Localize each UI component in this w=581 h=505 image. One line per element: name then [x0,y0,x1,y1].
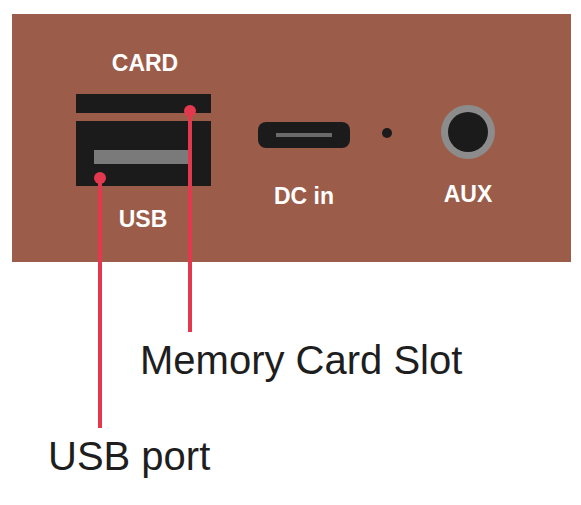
indicator-led [382,128,392,138]
micro-usb-socket [258,122,350,148]
port-label: CARD [112,52,178,75]
aux-jack-ring [441,105,495,159]
leader-line [188,111,192,332]
callout-label: Memory Card Slot [140,340,462,380]
leader-dot [94,172,106,184]
callout-label: USB port [48,436,210,476]
speaker-panel [12,14,571,262]
port-label: AUX [444,183,493,206]
port-label: DC in [274,185,334,208]
aux-jack [448,112,488,152]
usb-tongue [94,150,188,164]
leader-dot [184,105,196,117]
port-label: USB [119,208,168,231]
micro-usb-tongue [276,133,332,137]
leader-line [98,178,102,428]
